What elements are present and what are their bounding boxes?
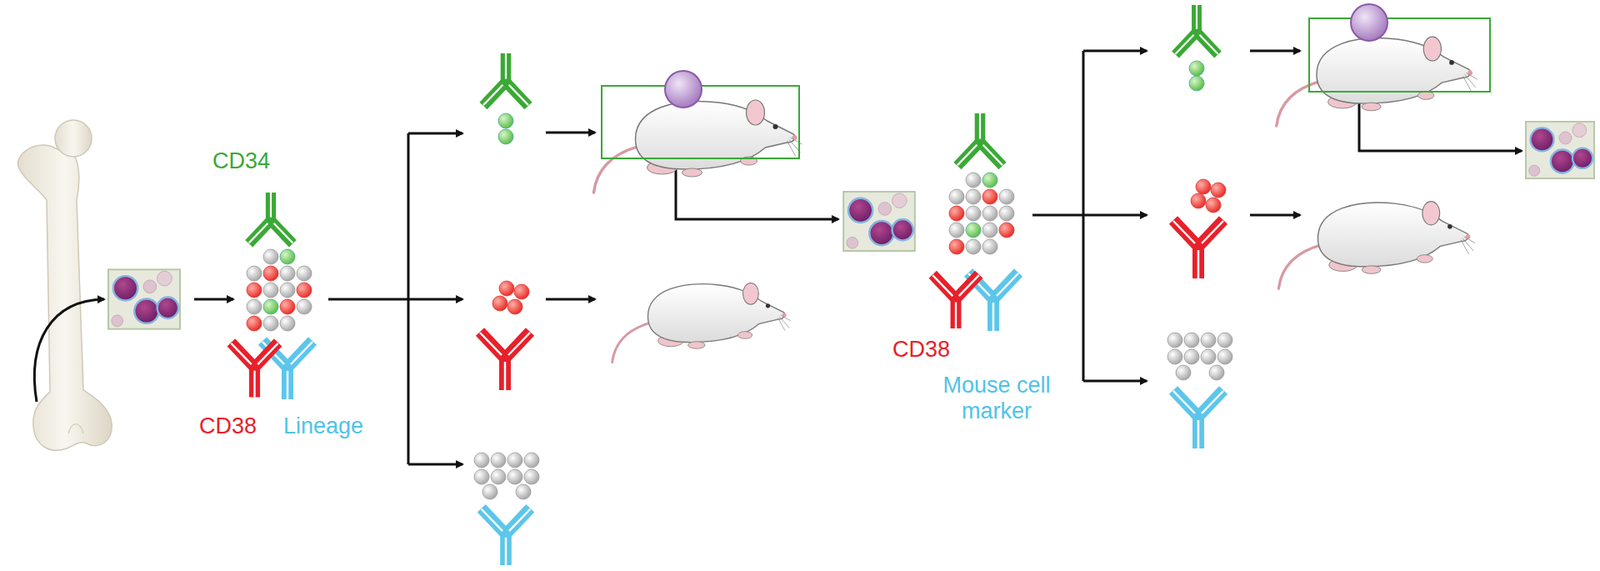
sorted-populations bbox=[474, 53, 540, 565]
cell-cluster bbox=[230, 192, 313, 400]
marker-label: Lineage bbox=[283, 413, 364, 440]
bone-marrow-sample bbox=[843, 191, 915, 251]
marker-label: CD34 bbox=[212, 148, 270, 175]
mouse-recipient bbox=[1276, 4, 1490, 289]
flow-arrows bbox=[194, 50, 1522, 465]
sampling-arrow bbox=[34, 299, 105, 402]
bone-marrow-sample bbox=[108, 269, 180, 329]
cell-cluster bbox=[932, 113, 1019, 331]
marker-label: Mouse cell marker bbox=[921, 372, 1072, 425]
mouse-recipient bbox=[594, 70, 803, 363]
marker-label: CD38 bbox=[892, 336, 950, 363]
femur-bone bbox=[18, 120, 113, 450]
sorted-populations bbox=[1167, 5, 1233, 449]
marker-label: CD38 bbox=[199, 413, 257, 440]
bone-marrow-sample bbox=[1525, 121, 1595, 179]
